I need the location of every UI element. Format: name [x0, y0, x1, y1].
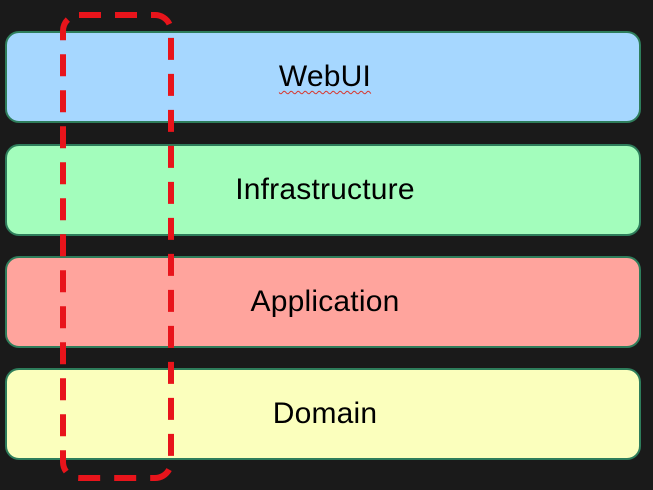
layer-infrastructure-label: Infrastructure [235, 173, 415, 206]
layer-webui-label: WebUI [278, 60, 372, 93]
layer-application: Application [5, 256, 641, 348]
layer-application-label: Application [250, 285, 400, 318]
layer-domain-label: Domain [272, 397, 378, 430]
layer-infrastructure: Infrastructure [5, 144, 641, 236]
layer-webui: WebUI [5, 31, 641, 123]
layer-domain: Domain [5, 368, 641, 460]
